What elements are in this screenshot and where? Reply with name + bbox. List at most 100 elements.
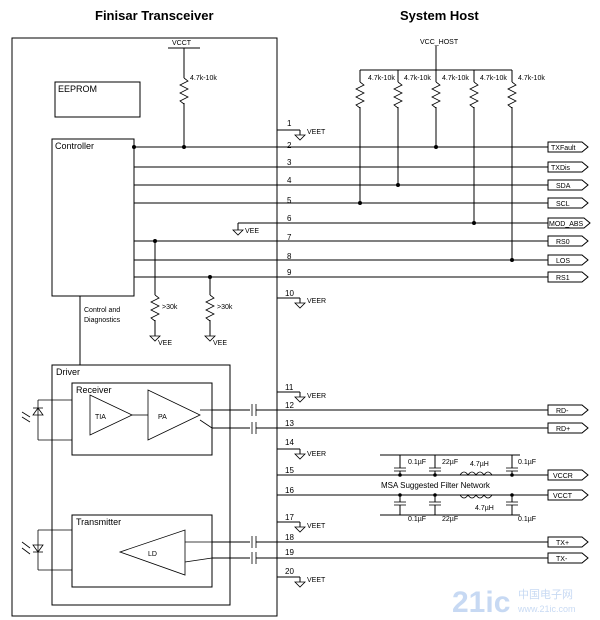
veet-label-pin1: VEET bbox=[307, 129, 326, 136]
tag-rs1: RS1 bbox=[556, 275, 570, 282]
eeprom-label: EEPROM bbox=[58, 84, 97, 94]
watermark-sub: 中国电子网 bbox=[518, 588, 573, 601]
controller-block bbox=[51, 138, 135, 297]
veer-ground-pin11 bbox=[294, 396, 306, 403]
eeprom-block bbox=[54, 81, 141, 118]
control-diag-label-1: Control and bbox=[84, 307, 120, 314]
tag-vcct: VCCT bbox=[553, 493, 573, 500]
veet-label-pin20: VEET bbox=[307, 577, 326, 584]
pin-5: 5 bbox=[287, 196, 292, 205]
veet-ground-pin1 bbox=[294, 134, 306, 141]
filter-inductor-top: 4.7µH bbox=[470, 461, 489, 468]
tag-rd-plus: RD+ bbox=[556, 426, 570, 433]
tia-amplifier bbox=[89, 394, 133, 436]
pin-18: 18 bbox=[285, 533, 294, 542]
vcct-pullup-resistor bbox=[179, 77, 189, 105]
pin-19: 19 bbox=[285, 548, 294, 557]
receiver-label: Receiver bbox=[76, 385, 112, 395]
tag-los: LOS bbox=[556, 258, 570, 265]
transmitter-block bbox=[71, 514, 213, 588]
pin-4: 4 bbox=[287, 176, 292, 185]
pin-20: 20 bbox=[285, 567, 294, 576]
filter-cap1-bottom: 0.1µF bbox=[408, 516, 426, 523]
transceiver-title: Finisar Transceiver bbox=[95, 8, 214, 23]
filter-cap3-bottom: 0.1µF bbox=[518, 516, 536, 523]
filter-cap1-top: 0.1µF bbox=[408, 459, 426, 466]
pin-14: 14 bbox=[285, 438, 294, 447]
filter-title: MSA Suggested Filter Network bbox=[381, 481, 491, 490]
pin-10: 10 bbox=[285, 289, 294, 298]
tag-tx-plus: TX+ bbox=[556, 540, 569, 547]
pin-13: 13 bbox=[285, 419, 294, 428]
pin-numbers: 1 2 3 4 5 6 7 8 9 10 11 12 13 14 15 16 1… bbox=[285, 119, 294, 576]
vee-ground-pin6 bbox=[232, 229, 244, 236]
host-pullup-value-1: 4.7k-10k bbox=[368, 75, 395, 82]
signal-tags: TXFault TXDis SDA SCL MOD_ABS RS0 LOS RS… bbox=[547, 141, 591, 564]
pin-6: 6 bbox=[287, 214, 292, 223]
pulldown-resistor-1 bbox=[150, 294, 160, 322]
watermark-brand: 21ic bbox=[452, 586, 510, 619]
tag-mod-abs: MOD_ABS bbox=[549, 221, 584, 228]
high-speed-lines bbox=[277, 409, 548, 559]
filter-network bbox=[277, 454, 548, 516]
veet-label-pin17: VEET bbox=[307, 523, 326, 530]
filter-inductor-bottom: 4.7µH bbox=[475, 505, 494, 512]
host-pullup-value-4: 4.7k-10k bbox=[480, 75, 507, 82]
tag-tx-minus: TX- bbox=[556, 556, 568, 563]
veer-label-pin10: VEER bbox=[307, 298, 326, 305]
watermark-url: www.21ic.com bbox=[517, 604, 576, 614]
host-pullup-resistors bbox=[355, 70, 517, 109]
vcc-host-label: VCC_HOST bbox=[420, 39, 459, 46]
vee-ground-1 bbox=[149, 335, 161, 342]
tag-scl: SCL bbox=[556, 201, 570, 208]
pin-2: 2 bbox=[287, 141, 292, 150]
filter-cap3-top: 0.1µF bbox=[518, 459, 536, 466]
ld-driver-amplifier bbox=[118, 529, 186, 576]
controller-label: Controller bbox=[55, 141, 94, 151]
vcct-pullup-value: 4.7k-10k bbox=[190, 75, 217, 82]
ld-label: LD bbox=[148, 551, 157, 558]
system-host-title: System Host bbox=[400, 8, 479, 23]
vee-ground-2 bbox=[204, 335, 216, 342]
receiver-block bbox=[71, 382, 213, 456]
pin-16: 16 bbox=[285, 486, 294, 495]
pin-15: 15 bbox=[285, 466, 294, 475]
pin-7: 7 bbox=[287, 233, 292, 242]
pin-9: 9 bbox=[287, 268, 292, 277]
vee-label-1: VEE bbox=[158, 340, 172, 347]
tag-txdis: TXDis bbox=[551, 165, 571, 172]
pulldown-resistor-2 bbox=[205, 294, 215, 322]
pin-17: 17 bbox=[285, 513, 294, 522]
host-pullup-value-2: 4.7k-10k bbox=[404, 75, 431, 82]
pin-8: 8 bbox=[287, 252, 292, 261]
tag-txfault: TXFault bbox=[551, 145, 576, 152]
pulldown-value-1: >30k bbox=[162, 304, 178, 311]
control-diag-label-2: Diagnostics bbox=[84, 317, 121, 324]
tag-vccr: VCCR bbox=[553, 473, 573, 480]
driver-label: Driver bbox=[56, 367, 80, 377]
filter-cap2-bottom: 22µF bbox=[442, 516, 458, 523]
pulldown-value-2: >30k bbox=[217, 304, 233, 311]
tag-sda: SDA bbox=[556, 183, 571, 190]
veer-ground-pin10 bbox=[294, 302, 306, 309]
veer-label-pin14: VEER bbox=[307, 451, 326, 458]
vcct-top-label: VCCT bbox=[172, 40, 192, 47]
pin-12: 12 bbox=[285, 401, 294, 410]
tia-label: TIA bbox=[95, 414, 106, 421]
transmitter-label: Transmitter bbox=[76, 517, 121, 527]
pin-1: 1 bbox=[287, 119, 292, 128]
veet-ground-pin20 bbox=[294, 581, 306, 588]
tag-rs0: RS0 bbox=[556, 239, 570, 246]
veet-ground-pin17 bbox=[294, 526, 306, 533]
filter-cap2-top: 22µF bbox=[442, 459, 458, 466]
pin-11: 11 bbox=[285, 383, 294, 392]
host-pullup-value-3: 4.7k-10k bbox=[442, 75, 469, 82]
tag-rd-minus: RD- bbox=[556, 408, 569, 415]
vee-label-2: VEE bbox=[213, 340, 227, 347]
host-pullup-value-5: 4.7k-10k bbox=[518, 75, 545, 82]
pin-3: 3 bbox=[287, 158, 292, 167]
photodiode-icon bbox=[32, 407, 44, 416]
veer-ground-pin14 bbox=[294, 453, 306, 460]
veer-label-pin11: VEER bbox=[307, 393, 326, 400]
